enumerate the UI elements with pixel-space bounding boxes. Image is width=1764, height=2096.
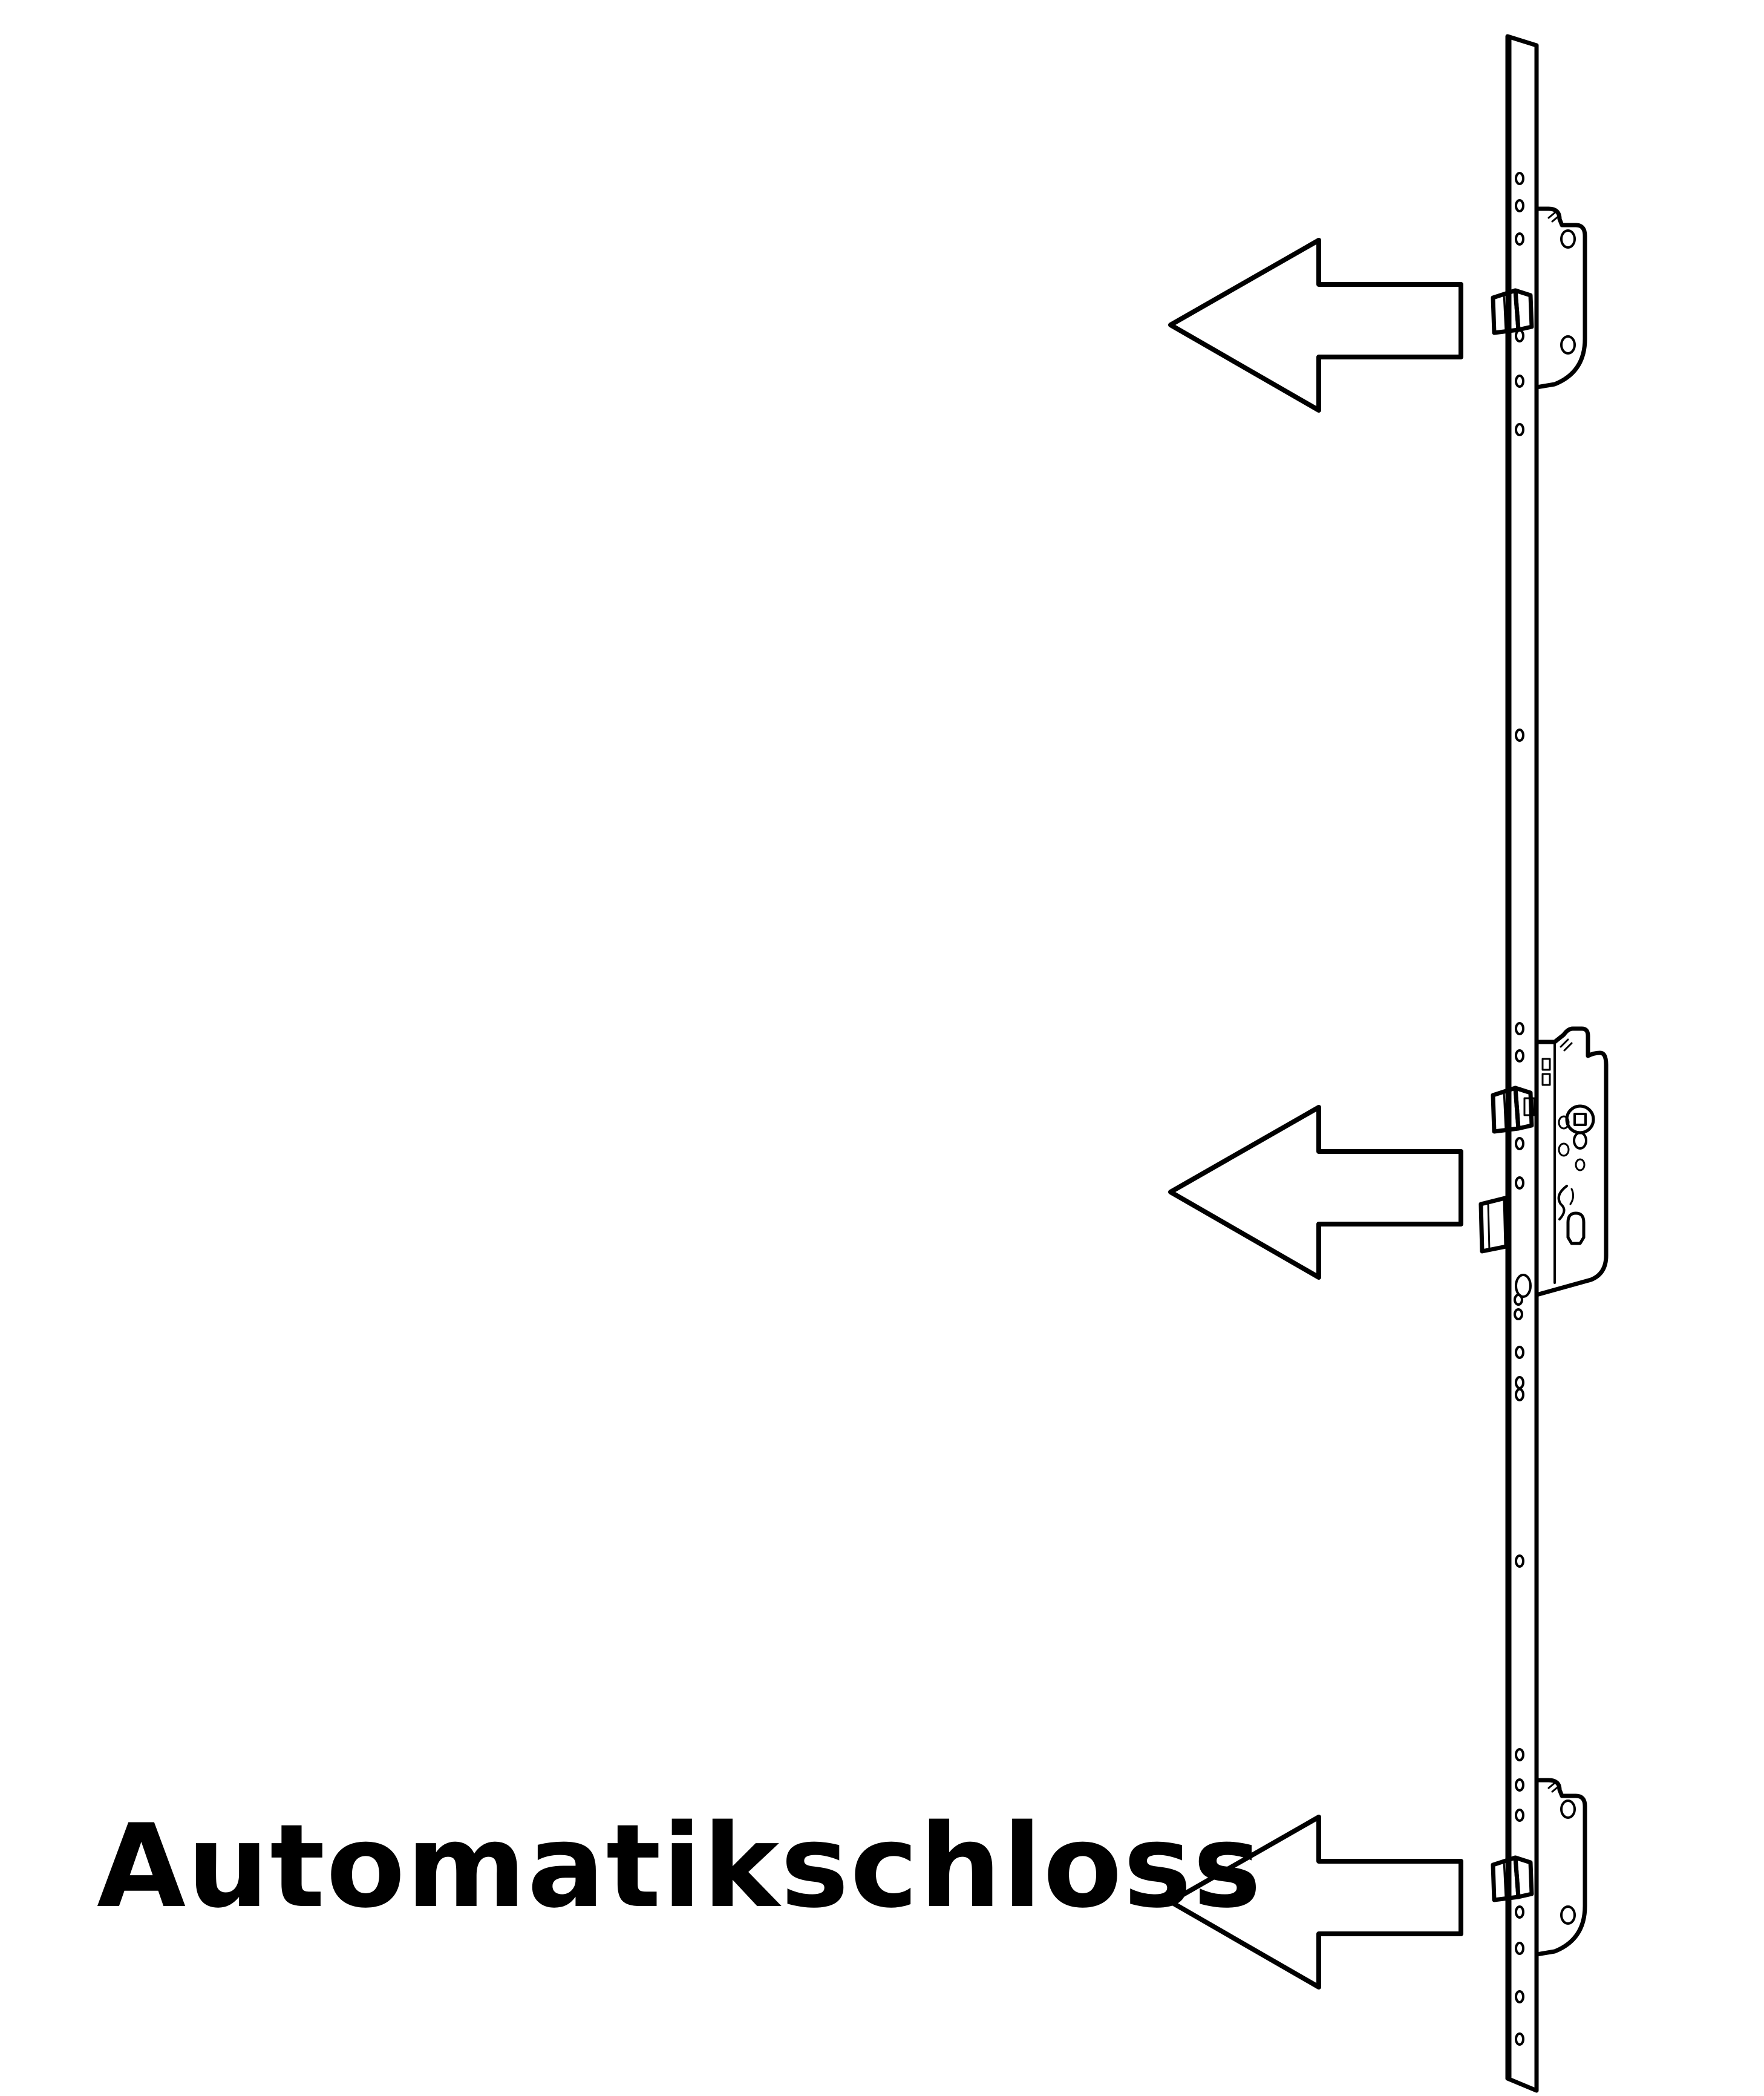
main-latch-icon <box>1491 1086 1535 1134</box>
screw-hole <box>1515 1809 1524 1822</box>
screw-hole <box>1515 172 1524 185</box>
screw-hole <box>1515 1022 1524 1035</box>
screw-hole <box>1515 423 1524 436</box>
screw-hole <box>1515 2032 1524 2046</box>
lock-type-label: Automatikschloss <box>97 1800 1263 1933</box>
main-lock-case <box>1534 1026 1609 1297</box>
screw-hole <box>1515 1778 1524 1792</box>
deadbolt-icon <box>1478 1196 1509 1254</box>
arrow-icon <box>1168 1105 1463 1280</box>
screw-hole <box>1515 199 1524 212</box>
lower-latch-icon <box>1491 1855 1534 1902</box>
faceplate <box>1505 34 1539 2093</box>
screw-hole <box>1515 1748 1524 1761</box>
screw-hole <box>1515 1176 1524 1190</box>
lower-lock-case <box>1534 1778 1587 1957</box>
screw-hole <box>1515 729 1524 742</box>
screw-hole <box>1515 232 1524 246</box>
screw-hole <box>1515 1376 1524 1389</box>
upper-latch-icon <box>1491 288 1534 335</box>
main-lower-holes <box>1514 1274 1532 1320</box>
screw-hole <box>1515 1554 1524 1568</box>
screw-hole <box>1515 375 1524 388</box>
arrow-icon <box>1168 1815 1463 1990</box>
arrow-icon <box>1168 238 1463 413</box>
screw-hole <box>1515 1905 1524 1919</box>
upper-lock-case <box>1534 206 1587 390</box>
screw-hole <box>1515 1388 1524 1401</box>
screw-hole <box>1515 1990 1524 2003</box>
screw-hole <box>1515 1942 1524 1955</box>
screw-hole <box>1515 1137 1524 1150</box>
screw-hole <box>1515 1049 1524 1063</box>
screw-hole <box>1515 1346 1524 1359</box>
